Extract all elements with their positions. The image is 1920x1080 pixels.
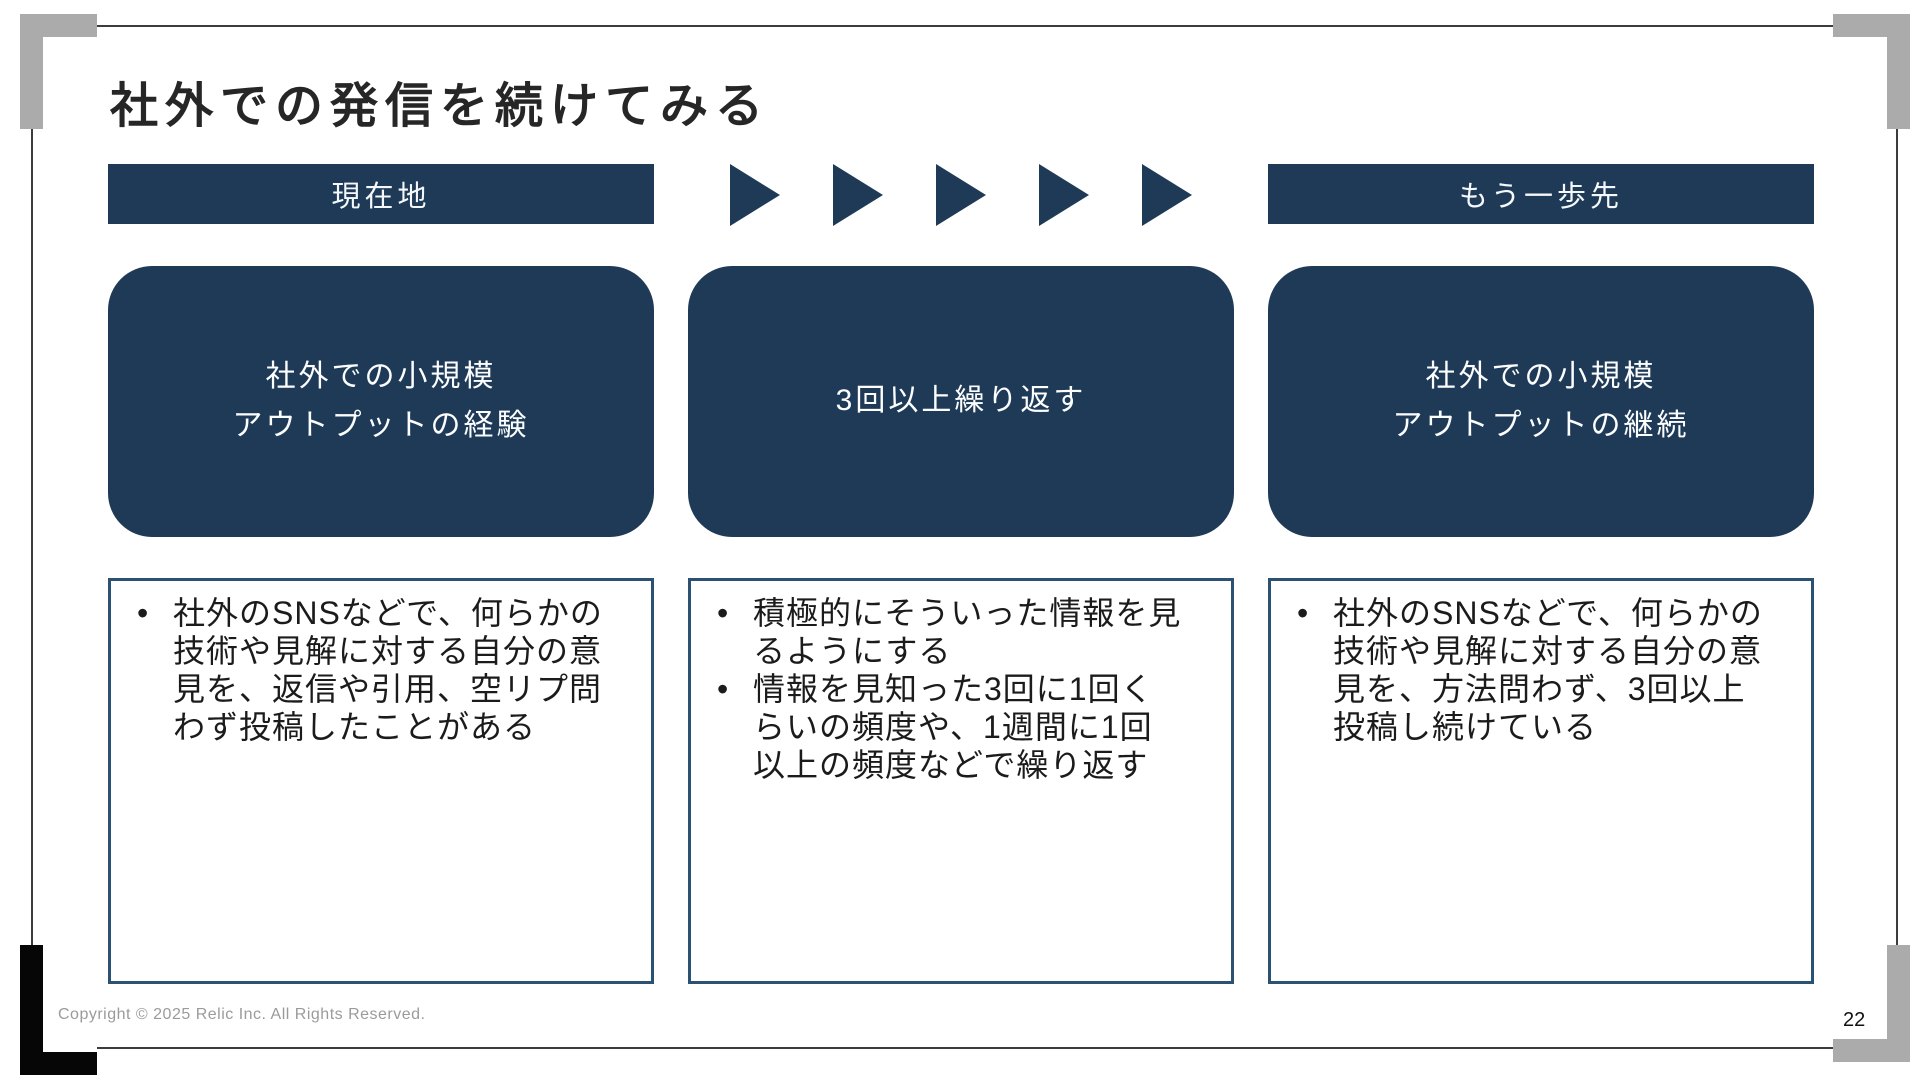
arrow-right-icon bbox=[1142, 164, 1192, 226]
frame-line-left bbox=[31, 128, 33, 946]
arrow-right-icon bbox=[1039, 164, 1089, 226]
header-row: 現在地 もう一歩先 bbox=[108, 164, 1814, 226]
stage-box-row: 社外での小規模 アウトプットの経験 3回以上繰り返す 社外での小規模 アウトプッ… bbox=[108, 266, 1814, 537]
stage-bar-current: 現在地 bbox=[108, 164, 654, 224]
arrow-right-icon bbox=[833, 164, 883, 226]
bullet-item: 社外のSNSなどで、何らかの 技術や見解に対する自分の意 見を、返信や引用、空リ… bbox=[127, 594, 635, 746]
stage-bar-current-label: 現在地 bbox=[331, 181, 431, 213]
stage-bar-next: もう一歩先 bbox=[1268, 164, 1814, 224]
corner-bracket-top-right bbox=[1833, 14, 1910, 129]
detail-box-row: 社外のSNSなどで、何らかの 技術や見解に対する自分の意 見を、返信や引用、空リ… bbox=[108, 578, 1814, 984]
stage-box-continuation: 社外での小規模 アウトプットの継続 bbox=[1268, 266, 1814, 537]
slide-content: 現在地 もう一歩先 社外での小規模 アウトプットの経験 3回以上繰り返す 社外で… bbox=[108, 164, 1814, 984]
detail-box-continuation: 社外のSNSなどで、何らかの 技術や見解に対する自分の意 見を、方法問わず、3回… bbox=[1268, 578, 1814, 984]
bullet-item: 情報を見知った3回に1回く らいの頻度や、1週間に1回 以上の頻度などで繰り返す bbox=[707, 670, 1215, 784]
detail-box-repeat: 積極的にそういった情報を見 るようにする 情報を見知った3回に1回く らいの頻度… bbox=[688, 578, 1234, 984]
bullet-item: 社外のSNSなどで、何らかの 技術や見解に対する自分の意 見を、方法問わず、3回… bbox=[1287, 594, 1795, 746]
stage-box-experience: 社外での小規模 アウトプットの経験 bbox=[108, 266, 654, 537]
copyright-text: Copyright © 2025 Relic Inc. All Rights R… bbox=[58, 1006, 426, 1023]
arrow-right-icon bbox=[936, 164, 986, 226]
detail-box-experience: 社外のSNSなどで、何らかの 技術や見解に対する自分の意 見を、返信や引用、空リ… bbox=[108, 578, 654, 984]
progress-arrows bbox=[688, 164, 1234, 226]
slide-title: 社外での発信を続けてみる bbox=[110, 80, 771, 133]
corner-bracket-bottom-right bbox=[1833, 945, 1910, 1062]
bullet-item: 積極的にそういった情報を見 るようにする bbox=[707, 594, 1215, 670]
frame-line-right bbox=[1896, 128, 1898, 946]
bullet-list: 社外のSNSなどで、何らかの 技術や見解に対する自分の意 見を、方法問わず、3回… bbox=[1287, 594, 1795, 746]
stage-bar-next-label: もう一歩先 bbox=[1458, 181, 1624, 213]
corner-bracket-bottom-left bbox=[20, 945, 97, 1075]
stage-box-repeat: 3回以上繰り返す bbox=[688, 266, 1234, 537]
page-number: 22 bbox=[1843, 1009, 1866, 1031]
bullet-list: 積極的にそういった情報を見 るようにする 情報を見知った3回に1回く らいの頻度… bbox=[707, 594, 1215, 784]
frame-line-bottom bbox=[97, 1047, 1833, 1049]
arrow-right-icon bbox=[730, 164, 780, 226]
frame-line-top bbox=[97, 25, 1833, 27]
bullet-list: 社外のSNSなどで、何らかの 技術や見解に対する自分の意 見を、返信や引用、空リ… bbox=[127, 594, 635, 746]
corner-bracket-top-left bbox=[20, 14, 97, 129]
